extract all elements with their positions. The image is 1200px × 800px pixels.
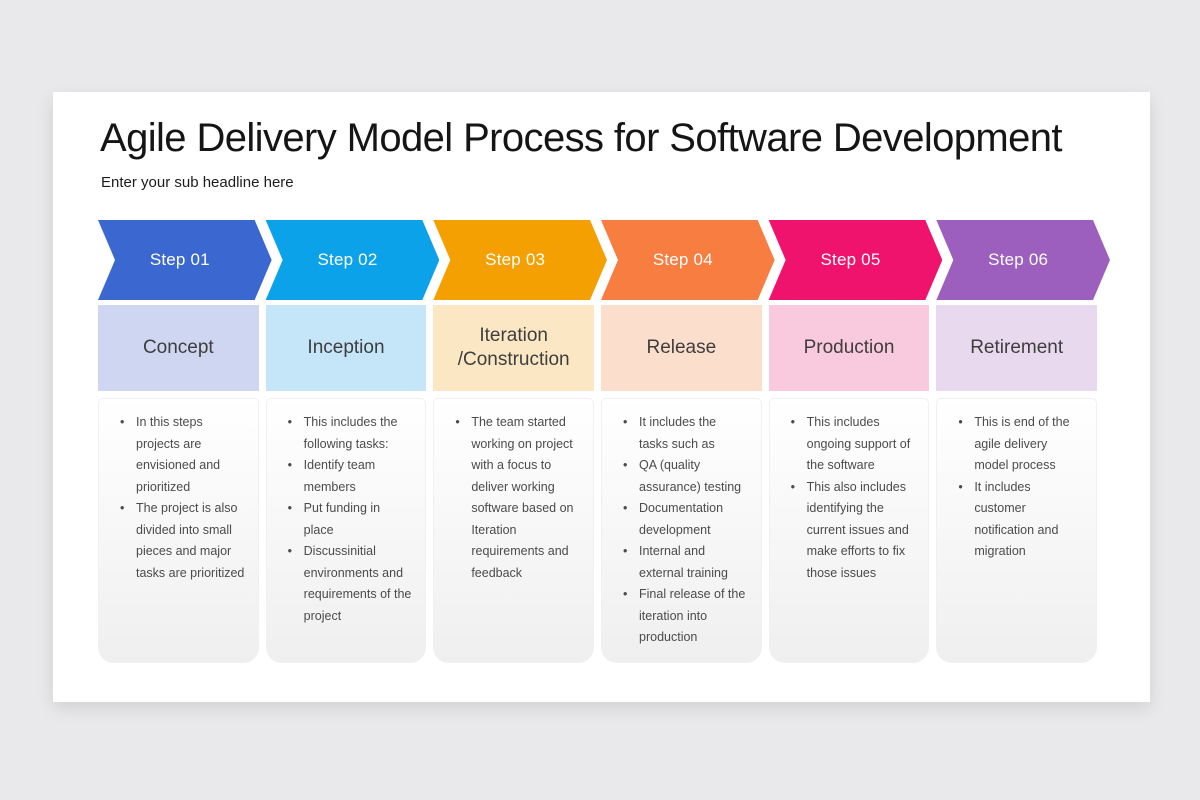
bullet-item: The project is also divided into small p… (109, 498, 246, 584)
step-label: Step 02 (317, 250, 378, 269)
phase-label: Concept (142, 337, 214, 359)
step-column-concept: Step 01 Concept In this steps projects a… (98, 220, 259, 663)
bullet-item: This includes ongoing support of the sof… (780, 412, 917, 477)
step-arrow: Step 03 (433, 220, 607, 300)
step-details-box: The team started working on project with… (433, 398, 594, 663)
bullet-item: This includes the following tasks: (277, 412, 414, 455)
step-arrow: Step 06 (936, 220, 1110, 300)
step-bullet-list: This includes the following tasks:Identi… (277, 412, 414, 627)
step-bullet-list: This includes ongoing support of the sof… (780, 412, 917, 584)
bullet-item: It includes customer notification and mi… (947, 477, 1084, 563)
step-column-iteration: Step 03 Iteration /Construction The team… (433, 220, 594, 663)
step-arrow: Step 01 (98, 220, 272, 300)
bullet-item: The team started working on project with… (444, 412, 581, 584)
step-column-production: Step 05 Production This includes ongoing… (768, 220, 930, 663)
step-arrow: Step 05 (769, 220, 943, 300)
step-bullet-list: The team started working on project with… (444, 412, 581, 584)
step-bullet-list: This is end of the agile delivery model … (947, 412, 1084, 563)
phase-label: Release (646, 337, 717, 359)
step-details-box: This includes the following tasks:Identi… (265, 398, 427, 663)
phase-box: Retirement (936, 305, 1097, 391)
bullet-item: It includes the tasks such as (612, 412, 749, 455)
page-title: Agile Delivery Model Process for Softwar… (100, 116, 1063, 160)
process-grid: Step 01 Concept In this steps projects a… (98, 220, 1097, 663)
phase-label: Iteration /Construction (457, 325, 570, 370)
step-details-box: This includes ongoing support of the sof… (768, 398, 930, 663)
step-label: Step 04 (652, 250, 713, 269)
step-label: Step 06 (988, 250, 1049, 269)
step-arrow: Step 04 (601, 220, 775, 300)
step-label: Step 05 (820, 250, 881, 269)
bullet-item: Identify team members (277, 455, 414, 498)
slide-card: Agile Delivery Model Process for Softwar… (53, 92, 1150, 702)
phase-label: Inception (307, 337, 385, 359)
bullet-item: This is end of the agile delivery model … (947, 412, 1084, 477)
step-details-box: This is end of the agile delivery model … (936, 398, 1097, 663)
bullet-item: Discussinitial environments and requirem… (277, 541, 414, 627)
bullet-item: QA (quality assurance) testing (612, 455, 749, 498)
step-bullet-list: In this steps projects are envisioned an… (109, 412, 246, 584)
phase-box: Release (601, 305, 762, 391)
phase-box: Production (768, 305, 930, 391)
page-subtitle: Enter your sub headline here (101, 174, 294, 191)
bullet-item: In this steps projects are envisioned an… (109, 412, 246, 498)
step-column-inception: Step 02 Inception This includes the foll… (265, 220, 427, 663)
phase-box: Inception (265, 305, 427, 391)
phase-label: Production (803, 337, 895, 359)
bullet-item: Internal and external training (612, 541, 749, 584)
bullet-item: Put funding in place (277, 498, 414, 541)
bullet-item: Documentation development (612, 498, 749, 541)
step-details-box: In this steps projects are envisioned an… (98, 398, 259, 663)
step-arrow: Step 02 (266, 220, 440, 300)
phase-box: Iteration /Construction (433, 305, 594, 391)
step-label: Step 01 (149, 250, 210, 269)
phase-label: Retirement (970, 337, 1064, 359)
step-label: Step 03 (485, 250, 546, 269)
phase-box: Concept (98, 305, 259, 391)
step-column-retirement: Step 06 Retirement This is end of the ag… (936, 220, 1097, 663)
step-column-release: Step 04 Release It includes the tasks su… (601, 220, 762, 663)
step-details-box: It includes the tasks such asQA (quality… (601, 398, 762, 663)
bullet-item: This also includes identifying the curre… (780, 477, 917, 585)
bullet-item: Final release of the iteration into prod… (612, 584, 749, 649)
step-bullet-list: It includes the tasks such asQA (quality… (612, 412, 749, 649)
